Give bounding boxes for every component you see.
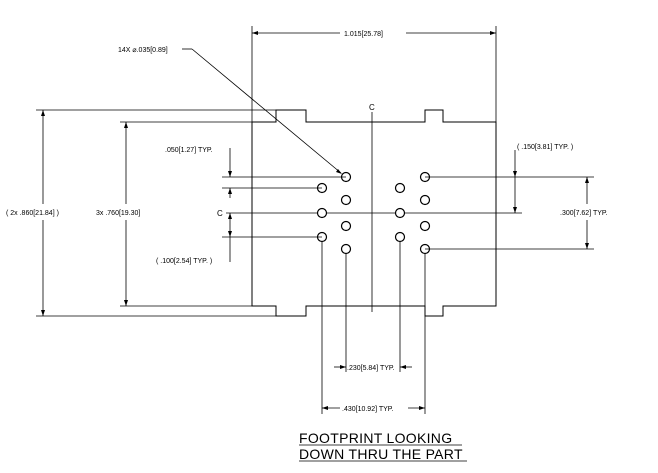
spacing-430-dimension: .430[10.92] TYP. [321, 242, 426, 414]
hole [419, 220, 431, 232]
hole-callout-label: 14X ⌀.035[0.89] [118, 47, 168, 54]
overall-height-dimension: ( 2x .860[21.84] ) [6, 109, 276, 317]
pitch-150-dimension: ( .150[3.81] TYP. ) [425, 144, 573, 214]
hole [316, 207, 328, 219]
horizontal-centerline-label: C [217, 209, 223, 218]
spacing-230-dimension: .230[5.84] TYP. [334, 242, 412, 372]
hole [394, 182, 406, 194]
caption: FOOTPRINT LOOKING DOWN THRU THE PART [299, 430, 467, 462]
pitch-100-label: ( .100[2.54] TYP. ) [156, 258, 212, 265]
part-outline [251, 109, 497, 317]
pitch-050-label: .050[1.27] TYP. [165, 147, 213, 154]
inner-height-label: 3x .760[19.30] [96, 210, 140, 217]
hole [419, 194, 431, 206]
pitch-300-dimension: .300[7.62] TYP. [425, 176, 608, 250]
pitch-300-label: .300[7.62] TYP. [560, 210, 608, 217]
hole [394, 207, 406, 219]
inner-height-dimension: 3x .760[19.30] [96, 121, 252, 307]
hole [340, 194, 352, 206]
hole [340, 220, 352, 232]
hole [394, 231, 406, 243]
spacing-430-label: .430[10.92] TYP. [342, 406, 394, 413]
hole [340, 243, 352, 255]
pitch-150-label: ( .150[3.81] TYP. ) [517, 144, 573, 151]
overall-height-label: ( 2x .860[21.84] ) [6, 210, 59, 217]
pitch-100-dimension: ( .100[2.54] TYP. ) [156, 213, 322, 265]
vertical-centerline-label: C [369, 103, 375, 112]
spacing-230-label: .230[5.84] TYP. [347, 365, 395, 372]
caption-line-1: FOOTPRINT LOOKING [299, 430, 452, 446]
hole-callout: 14X ⌀.035[0.89] [118, 47, 342, 174]
overall-width-dimension: 1.015[25.78] [251, 26, 497, 306]
pitch-050-dimension: .050[1.27] TYP. [165, 147, 346, 198]
overall-width-label: 1.015[25.78] [344, 31, 383, 38]
caption-line-2: DOWN THRU THE PART [299, 446, 463, 462]
